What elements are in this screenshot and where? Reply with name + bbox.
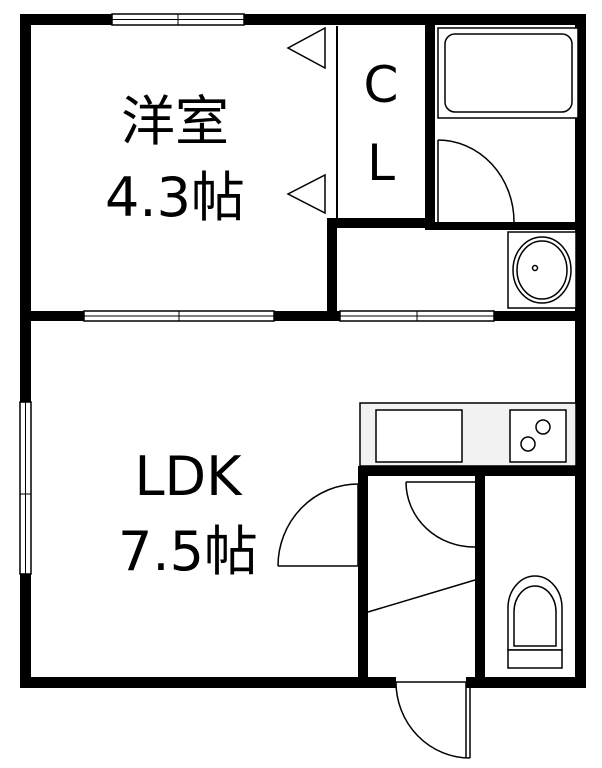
front-door bbox=[395, 681, 471, 759]
entrance-inner-door bbox=[405, 481, 476, 548]
bathroom-door bbox=[437, 139, 515, 223]
wall-left bbox=[20, 14, 31, 688]
stove bbox=[509, 409, 567, 463]
wall-closet-bottom bbox=[327, 218, 435, 228]
closet-label-bottom: L bbox=[367, 134, 395, 192]
wall-bottom-right bbox=[466, 677, 586, 688]
western-room-size: 4.3帖 bbox=[105, 166, 245, 229]
sliding-door-western bbox=[83, 310, 275, 322]
wall-closet-right bbox=[425, 20, 435, 230]
wall-mid-horizontal bbox=[20, 311, 586, 321]
washbasin bbox=[507, 231, 577, 309]
wall-bath-bottom bbox=[435, 222, 585, 230]
interior-walls bbox=[20, 20, 586, 682]
kitchen-counter bbox=[359, 402, 577, 467]
closet-label-top: C bbox=[364, 56, 399, 114]
bathtub bbox=[437, 27, 579, 119]
outer-walls bbox=[20, 14, 586, 688]
western-room-name: 洋室 bbox=[121, 90, 229, 153]
wall-counter-bottom bbox=[358, 466, 586, 476]
closet-door-markers bbox=[286, 26, 326, 215]
sliding-door-washroom bbox=[339, 310, 495, 322]
ldk-size: 7.5帖 bbox=[118, 520, 258, 583]
wall-top bbox=[20, 14, 586, 25]
window-top bbox=[111, 13, 245, 26]
ldk-name: LDK bbox=[134, 445, 243, 508]
toilet bbox=[507, 575, 563, 669]
wall-right bbox=[575, 14, 586, 678]
entrance-step-line bbox=[367, 579, 476, 613]
kitchen-sink bbox=[375, 409, 463, 463]
ldk-door bbox=[277, 483, 359, 567]
wall-toilet-left bbox=[475, 476, 485, 682]
wall-entrance-left bbox=[358, 470, 368, 682]
wall-bottom-left bbox=[20, 677, 396, 688]
window-left bbox=[19, 401, 32, 575]
wall-western-right bbox=[327, 222, 337, 320]
